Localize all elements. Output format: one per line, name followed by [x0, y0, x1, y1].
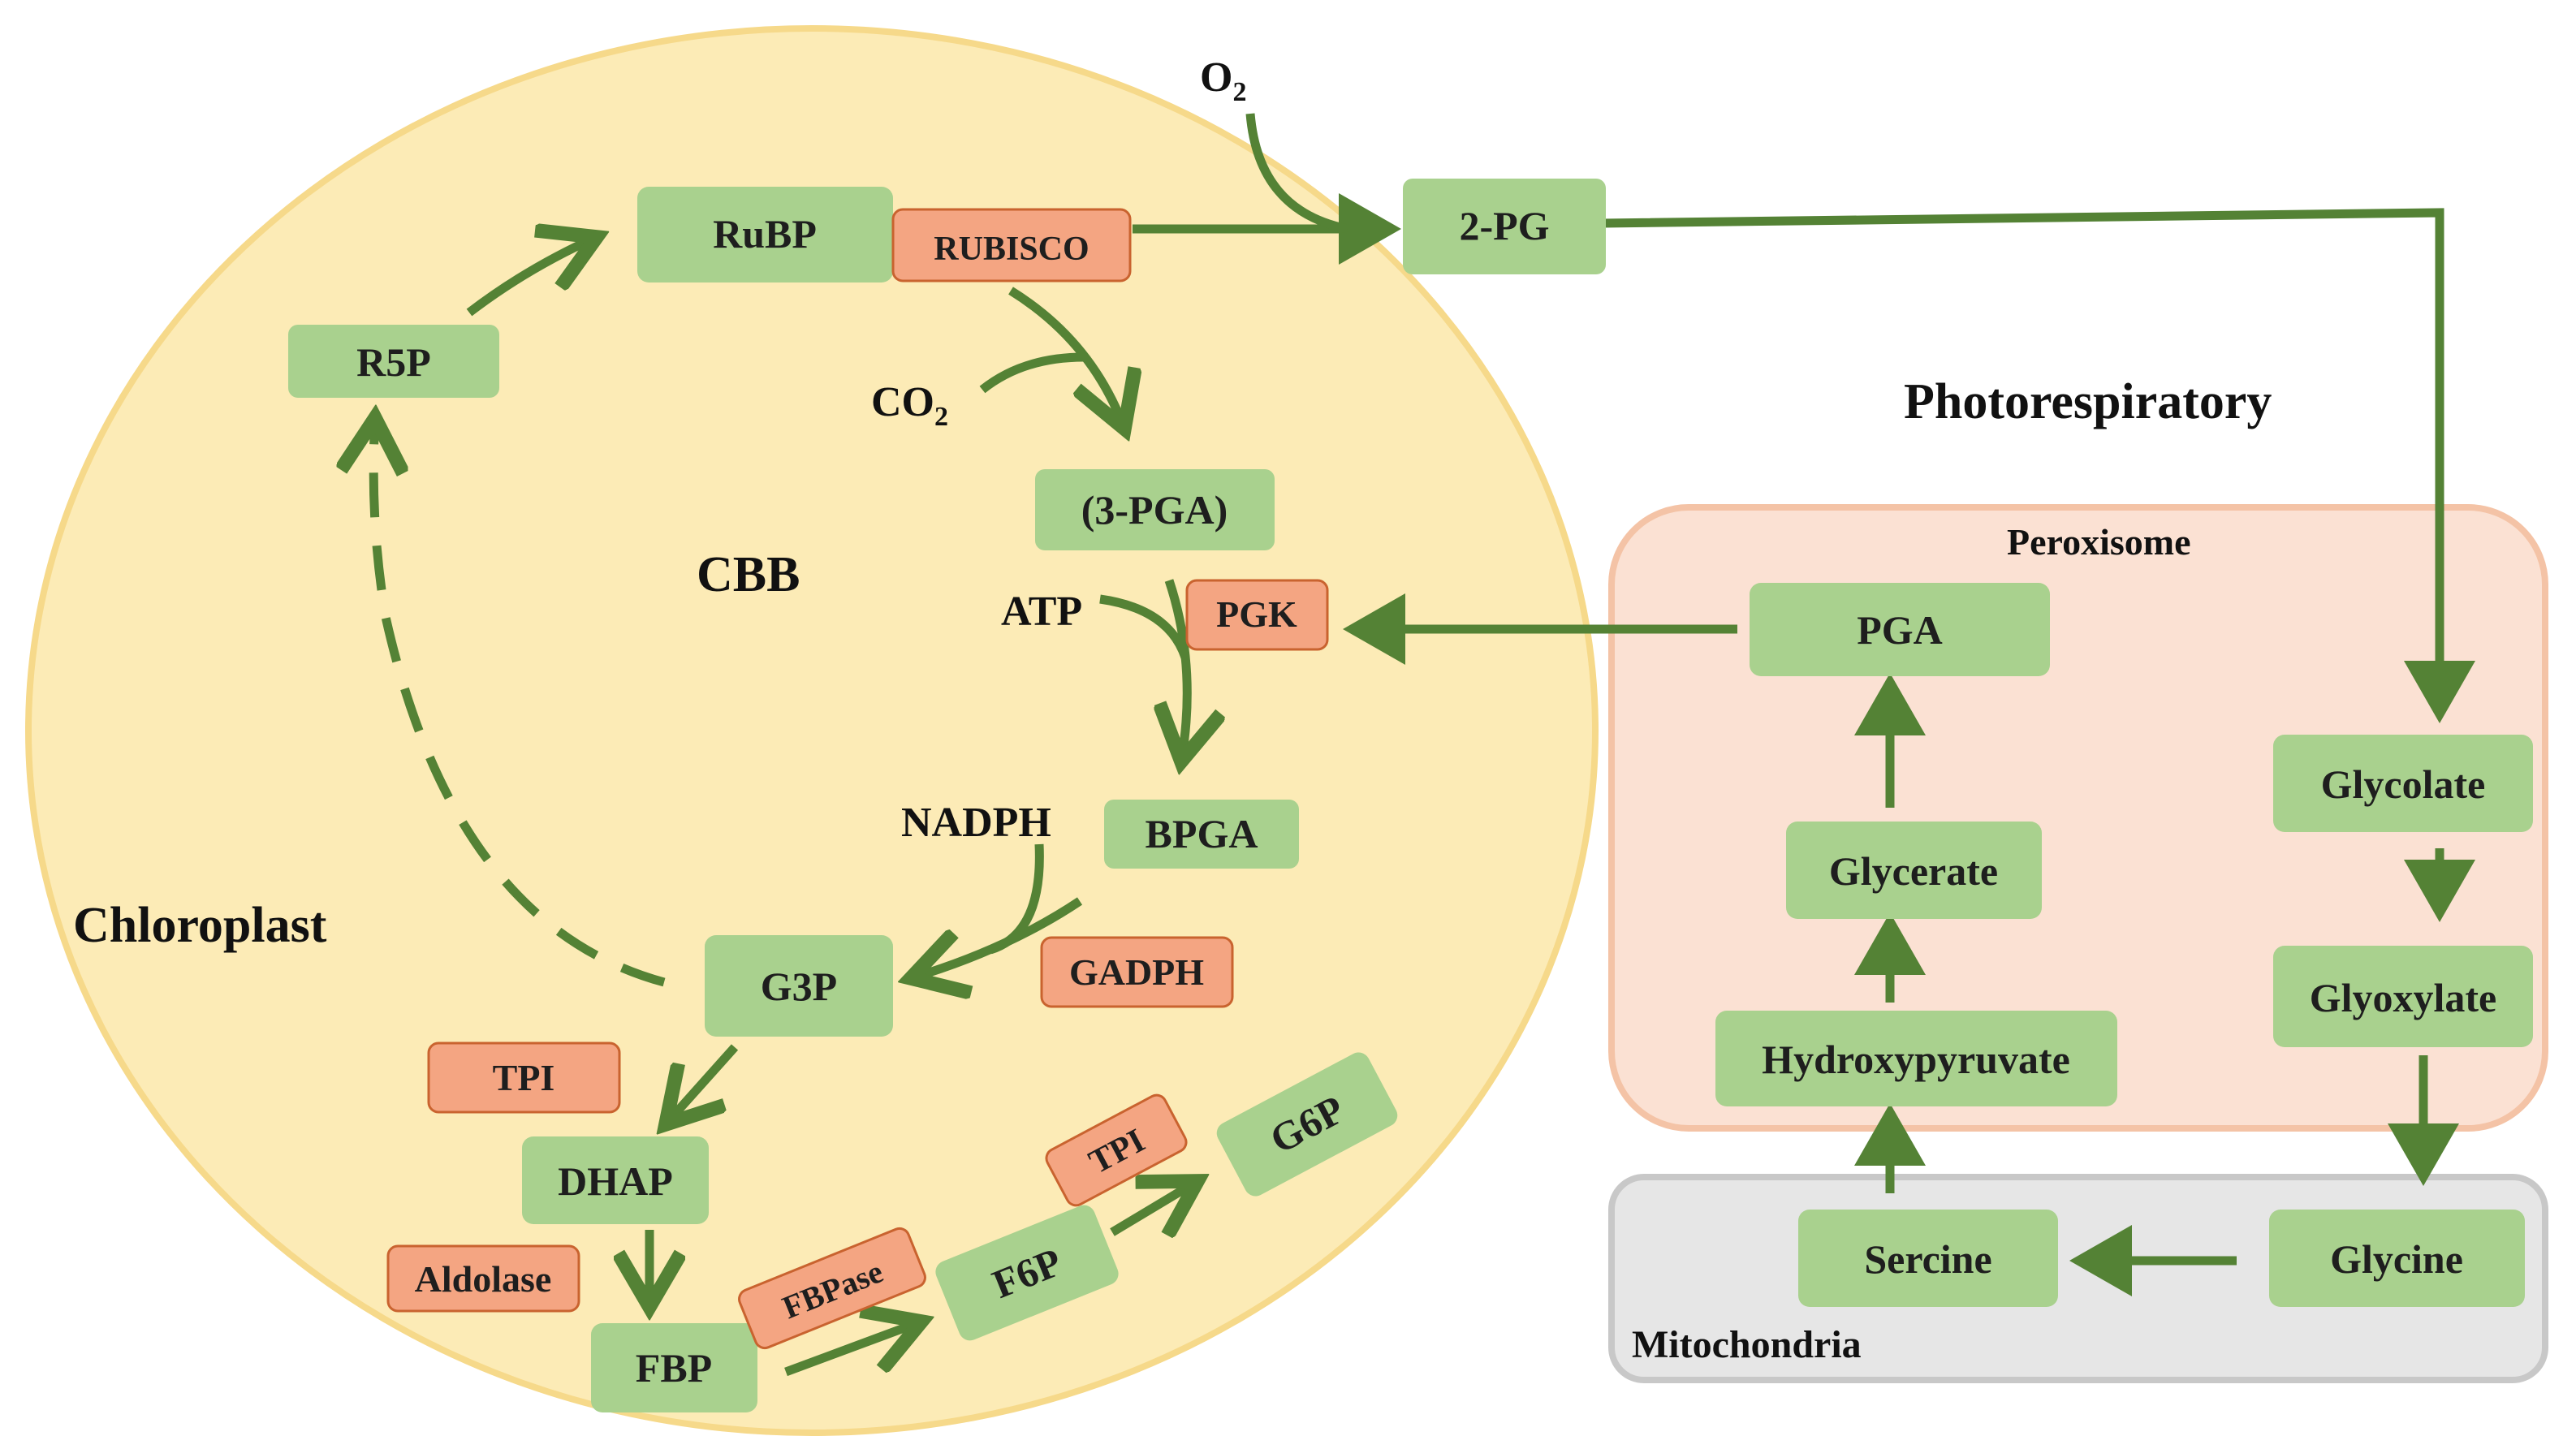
arrow-atp-curve	[1099, 594, 1190, 659]
arrow-fbp-to-f6p	[784, 1322, 921, 1377]
arrow-3pga-to-bpga	[1169, 579, 1187, 761]
arrows	[466, 113, 2475, 1377]
node-3pga-label: (3-PGA)	[1081, 487, 1228, 533]
nadph-label: NADPH	[901, 800, 1051, 846]
node-r5p: R5P	[288, 325, 499, 398]
atp-label: ATP	[1001, 589, 1082, 635]
enzyme-tpi-1-label: TPI	[493, 1057, 555, 1098]
o2-label: O2	[1200, 54, 1246, 107]
node-g6p: G6P	[1216, 1052, 1398, 1197]
enzyme-tpi-2: TPI	[1045, 1093, 1188, 1207]
arrow-r5p-to-rubp	[466, 237, 597, 317]
node-dhap-label: DHAP	[558, 1158, 673, 1204]
co2-label: CO2	[871, 379, 948, 432]
enzyme-aldolase-label: Aldolase	[415, 1258, 552, 1300]
enzyme-rubisco-label: RUBISCO	[934, 231, 1089, 268]
arrow-co2-curve	[979, 352, 1085, 394]
node-fbp-label: FBP	[636, 1345, 712, 1391]
node-sercine: Sercine	[1798, 1210, 2058, 1307]
node-fbp: FBP	[591, 1323, 757, 1412]
enzyme-pgk: PGK	[1185, 579, 1329, 651]
node-pga: PGA	[1750, 583, 2050, 676]
cbb-title: CBB	[697, 547, 800, 602]
enzyme-tpi-1: TPI	[427, 1041, 621, 1114]
node-3pga: (3-PGA)	[1035, 469, 1275, 550]
node-hydroxypyruvate: Hydroxypyruvate	[1715, 1011, 2117, 1106]
node-rubp: RuBP	[637, 187, 893, 282]
enzyme-pgk-label: PGK	[1216, 593, 1297, 635]
peroxisome-title: Peroxisome	[2007, 521, 2191, 563]
node-pga-label: PGA	[1857, 607, 1943, 653]
node-hydroxypyruvate-label: Hydroxypyruvate	[1762, 1037, 2070, 1082]
chloroplast-title: Chloroplast	[73, 898, 327, 953]
node-glyoxylate: Glyoxylate	[2273, 946, 2533, 1047]
node-glycine: Glycine	[2269, 1210, 2525, 1307]
arrow-g3p-to-r5p-dashed	[373, 418, 666, 987]
node-glyoxylate-label: Glyoxylate	[2310, 975, 2497, 1020]
node-bpga-label: BPGA	[1146, 811, 1258, 856]
node-r5p-label: R5P	[356, 339, 431, 385]
enzyme-gadph-label: GADPH	[1069, 951, 1204, 993]
node-f6p: F6P	[935, 1205, 1119, 1341]
node-glycine-label: Glycine	[2330, 1236, 2463, 1282]
node-glycolate-label: Glycolate	[2321, 761, 2486, 807]
arrow-rubisco-to-3pga	[1008, 287, 1124, 429]
arrow-bpga-to-g3p	[911, 897, 1083, 978]
node-2pg-label: 2-PG	[1459, 203, 1549, 248]
photorespiratory-title: Photorespiratory	[1904, 374, 2272, 429]
node-g3p: G3P	[705, 935, 893, 1037]
node-glycolate: Glycolate	[2273, 735, 2533, 832]
node-glycerate-label: Glycerate	[1829, 848, 1998, 894]
arrow-f6p-to-g6p	[1110, 1181, 1197, 1232]
enzyme-aldolase: Aldolase	[386, 1244, 580, 1313]
enzyme-gadph: GADPH	[1040, 936, 1234, 1008]
node-dhap: DHAP	[522, 1136, 709, 1224]
arrow-g3p-to-dhap	[666, 1044, 739, 1124]
node-2pg: 2-PG	[1403, 179, 1606, 274]
mitochondria-title: Mitochondria	[1632, 1323, 1862, 1366]
node-bpga: BPGA	[1104, 800, 1299, 869]
node-rubp-label: RuBP	[713, 211, 817, 257]
arrow-o2-curve	[1245, 113, 1349, 234]
enzyme-rubisco: RUBISCO	[891, 208, 1132, 282]
node-sercine-label: Sercine	[1864, 1236, 1991, 1282]
node-g3p-label: G3P	[761, 964, 837, 1009]
node-glycerate: Glycerate	[1786, 822, 2042, 919]
arrow-2pg-to-glycolate	[1603, 208, 2475, 723]
